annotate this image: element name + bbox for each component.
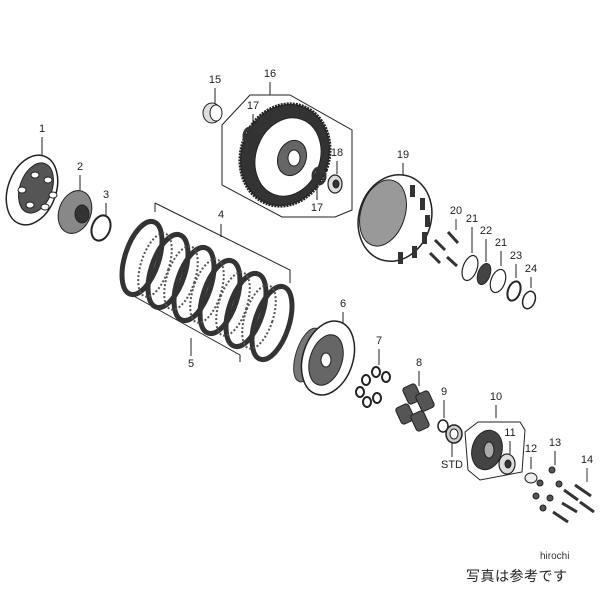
part-20-bolts: [428, 219, 460, 268]
part-13-washers: [532, 451, 563, 512]
callout-c13: 13: [548, 437, 562, 449]
callout-c3: 3: [102, 189, 110, 201]
part-14-bolts: [552, 468, 595, 524]
part-9-washer: [437, 400, 449, 433]
callout-c5: 5: [187, 358, 195, 370]
part-8-springs: [395, 371, 435, 432]
callout-c15: 15: [208, 74, 222, 86]
callout-cstd: STD: [441, 459, 463, 471]
callout-c4: 4: [217, 209, 225, 221]
callout-c17a: 17: [246, 100, 260, 112]
callout-c17b: 17: [310, 202, 324, 214]
part-17-seals: [242, 114, 327, 200]
callout-c22: 22: [479, 225, 493, 237]
callout-c20: 20: [449, 205, 463, 217]
callout-c9: 9: [440, 386, 448, 398]
callout-c7: 7: [375, 335, 383, 347]
part-19-clutch-basket: [357, 163, 433, 264]
part-15-bushing: [202, 88, 223, 124]
callout-c6: 6: [339, 298, 347, 310]
callout-c8: 8: [415, 357, 423, 369]
part-6-pressure-plate: [293, 312, 356, 396]
part-11-bearing: [498, 441, 516, 475]
callout-c14: 14: [580, 454, 594, 466]
callout-c11: 11: [504, 427, 516, 439]
part-24-washer: [521, 277, 537, 310]
part-21-washer-a: [461, 227, 479, 282]
part-22-bearing: [476, 239, 492, 286]
part-3-washer: [90, 203, 112, 242]
callout-c23: 23: [509, 250, 523, 262]
callout-c16: 16: [263, 68, 277, 80]
callout-c18: 18: [330, 147, 344, 159]
part-16-primary-gear: [221, 82, 353, 218]
reference-note: 写真は参考です: [466, 569, 568, 585]
part-std-nut: [445, 424, 463, 457]
part-21-washer-b: [489, 251, 507, 294]
part-7-collars: [355, 349, 391, 408]
callout-c19: 19: [396, 149, 410, 161]
part-12-collar: [524, 457, 538, 484]
part-1-clutch-plate: [5, 137, 59, 226]
watermark: hirochi: [540, 551, 570, 562]
part-2-hub: [57, 175, 93, 234]
part-23-washer: [506, 264, 522, 302]
callout-c2: 2: [76, 161, 84, 173]
callout-c24: 24: [524, 263, 538, 275]
callout-c10: 10: [489, 391, 503, 403]
callout-c12: 12: [524, 443, 538, 455]
part-4-5-clutch-plates: [119, 202, 295, 363]
part-10-lifter-plate: [464, 405, 526, 481]
part-18-bearing: [327, 161, 343, 194]
callout-c1: 1: [38, 123, 46, 135]
callout-c21b: 21: [494, 237, 508, 249]
callout-c21a: 21: [465, 213, 479, 225]
